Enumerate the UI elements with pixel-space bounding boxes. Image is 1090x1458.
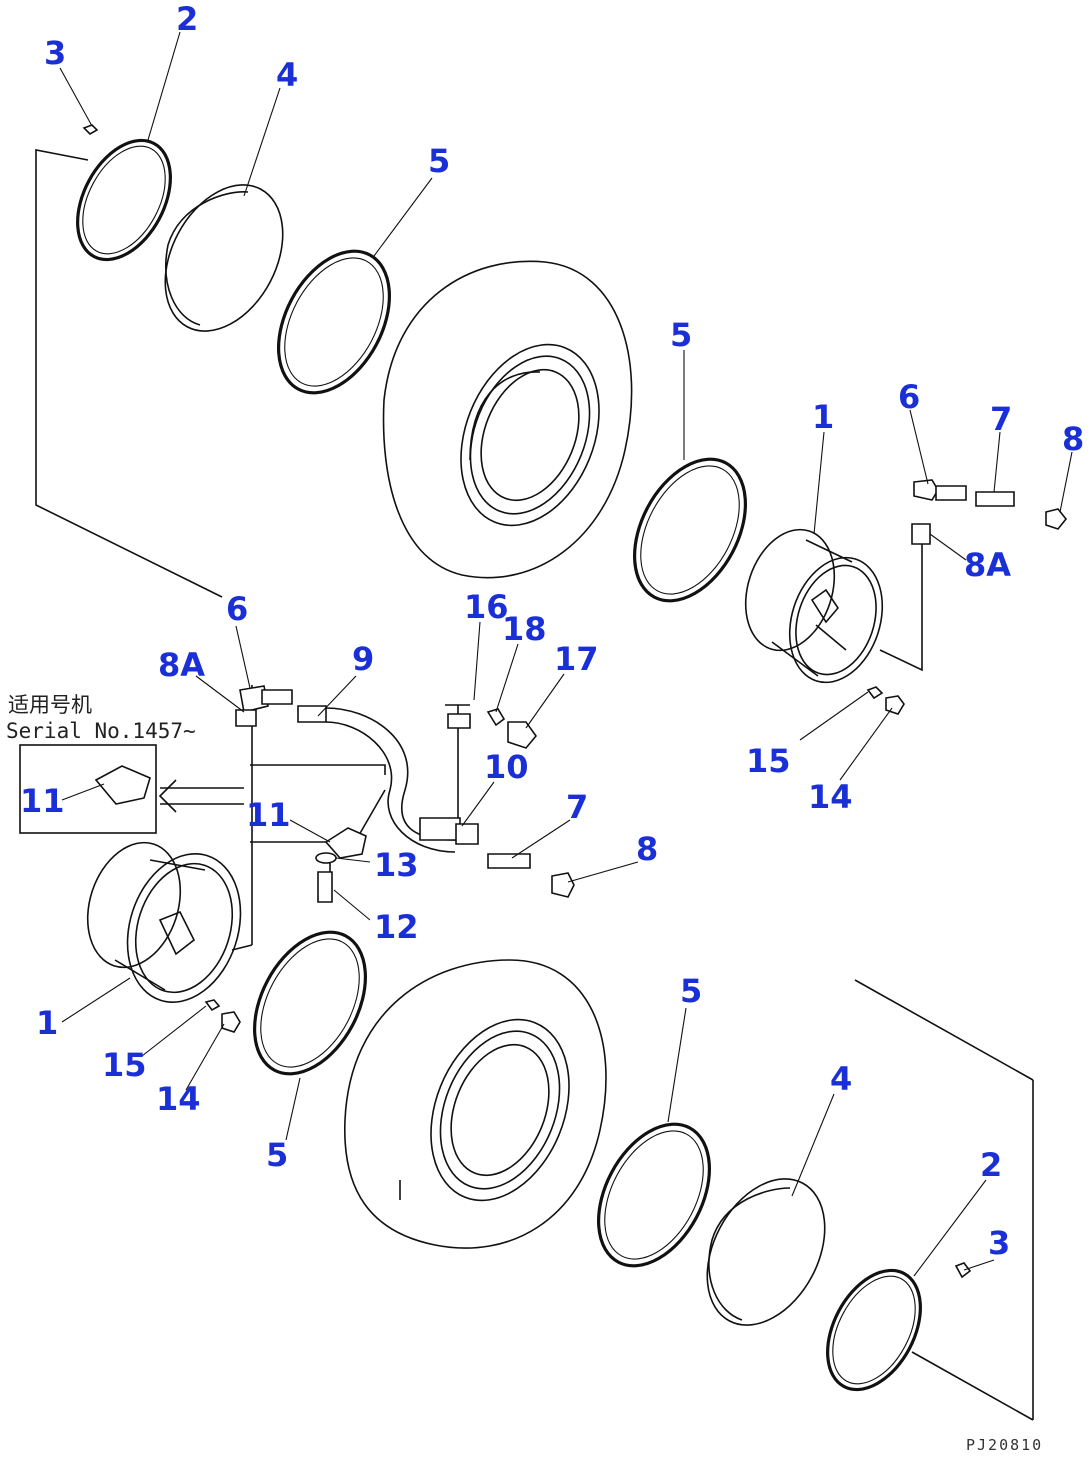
- valve-extension-hose: [239, 685, 575, 898]
- valve-stem-parts: [235, 708, 538, 749]
- callout-18: 18: [502, 610, 547, 648]
- callout-6-right: 6: [898, 378, 920, 416]
- serial-note-line1: 适用号机: [8, 693, 92, 717]
- callout-15-right: 15: [746, 742, 791, 780]
- callout-10: 10: [484, 748, 529, 786]
- tire-lower: [344, 959, 607, 1249]
- callout-8-right: 8: [1062, 420, 1084, 458]
- callout-5-lower-right: 5: [680, 972, 702, 1010]
- lock-ring-upper: [76, 138, 172, 262]
- part-callouts: 3 2 4 5 5 1 6 7 8 8A 15 14 6 8A 9 16 18 …: [20, 0, 1084, 1262]
- drawing-code: PJ20810: [966, 1436, 1043, 1454]
- lock-pin-lower: [954, 1262, 972, 1279]
- o-ring-upper: [276, 249, 392, 395]
- serial-note: 适用号机 Serial No.1457~: [6, 693, 196, 743]
- callout-8a-right: 8A: [964, 546, 1011, 584]
- callout-11-left: 11: [20, 782, 65, 820]
- callout-3-top: 3: [44, 34, 66, 72]
- callout-7-mid: 7: [566, 788, 588, 826]
- serial-bracket-detail: [19, 744, 244, 834]
- side-flange-lower: [706, 1178, 826, 1326]
- callout-1-left: 1: [36, 1004, 58, 1042]
- valve-parts-upper: [866, 479, 1068, 715]
- callout-12: 12: [374, 908, 419, 946]
- callout-15-left: 15: [102, 1046, 147, 1084]
- callout-5-right: 5: [670, 316, 692, 354]
- callout-7-right: 7: [990, 400, 1012, 438]
- valve-bracket: [315, 827, 367, 903]
- callout-4-bottom: 4: [830, 1060, 852, 1098]
- rim-lower-fittings: [204, 999, 241, 1033]
- callout-4-top: 4: [276, 56, 298, 94]
- callout-1-right: 1: [812, 398, 834, 436]
- callout-14-left: 14: [156, 1080, 201, 1118]
- rim-lower: [86, 841, 242, 1003]
- rim-upper: [744, 528, 884, 684]
- callout-6-left: 6: [226, 590, 248, 628]
- callout-3-bottom: 3: [988, 1224, 1010, 1262]
- o-ring-lower-left: [252, 930, 368, 1076]
- callout-2-top: 2: [176, 0, 198, 38]
- callout-2-bottom: 2: [980, 1146, 1002, 1184]
- callout-5-top: 5: [428, 142, 450, 180]
- callout-14-right: 14: [808, 778, 853, 816]
- callout-16: 16: [464, 588, 509, 626]
- o-ring-lower-right: [596, 1122, 712, 1268]
- callout-17: 17: [554, 640, 599, 678]
- lock-ring-lower: [826, 1268, 922, 1392]
- callout-11-mid: 11: [246, 796, 291, 834]
- callout-13: 13: [374, 846, 419, 884]
- side-flange-upper: [164, 184, 284, 332]
- serial-note-line2: Serial No.1457~: [6, 719, 196, 743]
- callout-8a-left: 8A: [158, 646, 205, 684]
- callout-5-lower-left: 5: [266, 1136, 288, 1174]
- leader-lines: [59, 31, 1073, 1277]
- callout-8-mid: 8: [636, 830, 658, 868]
- lock-pin-upper: [82, 124, 99, 135]
- callout-9: 9: [352, 640, 374, 678]
- tire-upper: [382, 260, 633, 579]
- o-ring-upper-right: [632, 457, 748, 603]
